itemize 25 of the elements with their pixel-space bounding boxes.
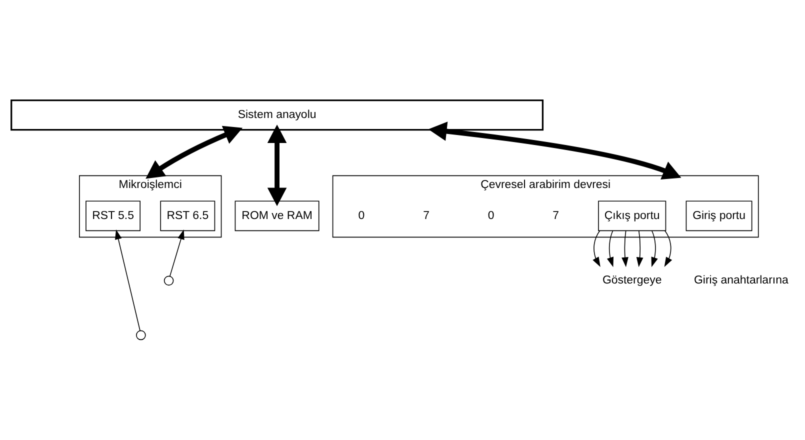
label: 0 <box>358 210 365 222</box>
node-text: Göstergeye <box>602 274 662 287</box>
arrow <box>170 230 184 277</box>
arrow <box>622 230 628 268</box>
node-box: Giriş portu <box>686 200 752 232</box>
arrow <box>651 230 658 268</box>
label: 7 <box>423 210 430 222</box>
node-box: RST 5.5 <box>86 200 140 232</box>
arrow <box>267 124 287 206</box>
node-box: ROM ve RAM <box>234 200 320 232</box>
arrow <box>664 230 672 267</box>
label: 7 <box>552 210 560 222</box>
node-circle <box>136 330 146 340</box>
node-box: Sistem anayolu <box>10 99 544 131</box>
node-box: Çıkış portu <box>598 200 666 232</box>
arrow <box>114 229 140 332</box>
arrow <box>428 122 682 180</box>
label: 0 <box>488 210 494 222</box>
label: Giriş anahtarlarına <box>694 274 788 287</box>
node-circle <box>164 276 174 286</box>
arrow <box>146 126 243 179</box>
arrow <box>606 230 614 268</box>
node-box: RST 6.5 <box>160 200 216 232</box>
arrow <box>592 230 600 267</box>
arrow <box>636 230 644 268</box>
